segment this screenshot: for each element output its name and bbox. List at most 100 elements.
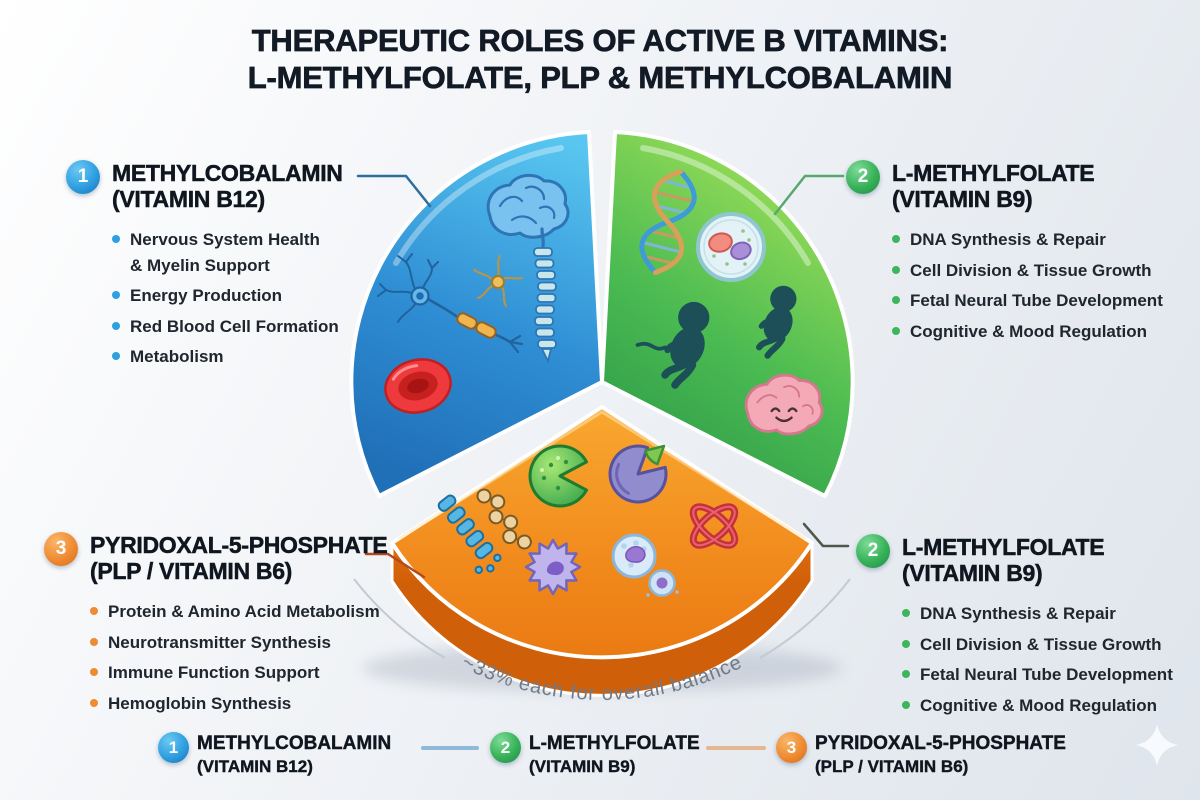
sparkle-icon: [1136, 724, 1178, 766]
number-badge: 2: [846, 160, 880, 194]
callout-pyridoxal-5-phosphate: 3 PYRIDOXAL-5-PHOSPHATE (PLP / VITAMIN B…: [44, 532, 424, 716]
callout-subtitle: (VITAMIN B9): [902, 560, 1043, 587]
bullet-dot: [892, 265, 900, 274]
bullet-item: Metabolism: [112, 344, 370, 370]
legend-subtitle: (VITAMIN B12): [197, 756, 313, 776]
legend-item-methylcobalamin: 1 METHYLCOBALAMIN (VITAMIN B12): [158, 732, 391, 777]
number-badge: 3: [776, 732, 807, 763]
callout-l-methylfolate-top: 2 L-METHYLFOLATE (VITAMIN B9) DNA Synthe…: [846, 160, 1200, 344]
bullet-text: Cell Division & Tissue Growth: [910, 260, 1152, 280]
enzyme-green-icon: [528, 444, 588, 508]
guide-arc-right: [759, 578, 851, 659]
callout-subtitle: (PLP / VITAMIN B6): [90, 558, 293, 585]
bullet-dot: [892, 235, 900, 244]
page-title-line2: L-METHYLFOLATE, PLP & METHYLCOBALAMIN: [247, 60, 953, 96]
bullet-dot: [892, 296, 900, 305]
hemoglobin-knot-icon: [689, 503, 739, 549]
bullet-item: Hemoglobin Synthesis: [90, 691, 424, 717]
bullet-dot: [90, 668, 98, 677]
bullet-text: DNA Synthesis & Repair: [920, 604, 1116, 624]
bullet-dot: [902, 700, 910, 709]
legend-subtitle: (PLP / VITAMIN B6): [815, 756, 969, 776]
bullet-text: Fetal Neural Tube Development: [910, 291, 1163, 311]
number-badge: 1: [158, 732, 189, 763]
callout-l-methylfolate-bottom: 2 L-METHYLFOLATE (VITAMIN B9) DNA Synthe…: [856, 534, 1200, 718]
bullet-item: Fetal Neural Tube Development: [892, 288, 1200, 314]
bullet-dot: [892, 326, 900, 335]
number-badge: 2: [856, 534, 890, 568]
callout-methylcobalamin: 1 METHYLCOBALAMIN (VITAMIN B12) Nervous …: [66, 160, 396, 370]
legend-title: METHYLCOBALAMIN: [197, 733, 392, 754]
bullet-item: Cell Division & Tissue Growth: [902, 632, 1200, 658]
leader-line-bottom-right: [802, 522, 850, 548]
bullet-dot: [90, 607, 98, 616]
bullet-text: Cell Division & Tissue Growth: [920, 634, 1162, 654]
legend-subtitle: (VITAMIN B9): [529, 756, 636, 776]
bullet-item: DNA Synthesis & Repair: [902, 601, 1200, 627]
number-badge: 2: [490, 732, 521, 763]
happy-brain-icon: [744, 373, 824, 436]
bullet-dot: [112, 291, 120, 300]
sheen-green: [640, 145, 811, 266]
bullet-item: Fetal Neural Tube Development: [902, 662, 1200, 688]
callout-title: L-METHYLFOLATE: [892, 160, 1095, 187]
bullet-item: Energy Production: [112, 283, 370, 309]
bullet-dot: [90, 637, 98, 646]
bullet-item: Immune Function Support: [90, 660, 424, 686]
callout-title: METHYLCOBALAMIN: [112, 160, 343, 187]
bullet-text: Immune Function Support: [108, 663, 320, 683]
bullet-item: Protein & Amino Acid Metabolism: [90, 599, 424, 625]
bullet-text: Metabolism: [130, 347, 224, 367]
bullet-item: Cognitive & Mood Regulation: [902, 693, 1200, 719]
red-blood-cell-icon: [384, 358, 452, 414]
legend-title: L-METHYLFOLATE: [529, 733, 700, 754]
bullet-text: Protein & Amino Acid Metabolism: [108, 602, 380, 622]
legend-title: PYRIDOXAL-5-PHOSPHATE: [815, 733, 1066, 754]
legend-connector: [421, 746, 479, 750]
bullet-item: Neurotransmitter Synthesis: [90, 630, 424, 656]
pie-slice-b6: [390, 405, 814, 660]
dna-helix-icon: [639, 169, 697, 275]
bullet-text: DNA Synthesis & Repair: [910, 230, 1106, 250]
bullet-dot: [90, 698, 98, 707]
brain-with-spinal-cord-icon: [486, 173, 570, 364]
callout-title: PYRIDOXAL-5-PHOSPHATE: [90, 532, 388, 559]
guide-arc-left: [353, 578, 446, 659]
bullet-dot: [902, 609, 910, 618]
callout-title: L-METHYLFOLATE: [902, 534, 1105, 561]
bullet-dot: [112, 235, 120, 244]
bullet-text: Fetal Neural Tube Development: [920, 665, 1173, 685]
bullet-item: Red Blood Cell Formation: [112, 314, 370, 340]
leader-line-top-left: [356, 174, 432, 208]
small-neuron-icon: [473, 255, 523, 307]
legend-connector: [706, 746, 766, 750]
enzyme-purple-with-slice-icon: [608, 444, 668, 504]
leader-line-top-right: [773, 174, 845, 216]
number-badge: 1: [66, 160, 100, 194]
bullet-dot: [902, 639, 910, 648]
bullet-dot: [112, 352, 120, 361]
bullet-text: Hemoglobin Synthesis: [108, 693, 292, 713]
bullet-text: Energy Production: [130, 286, 283, 306]
dividing-cell-icon: [696, 212, 766, 282]
white-blood-cells-icon: [611, 533, 679, 597]
bullet-text: Cognitive & Mood Regulation: [910, 321, 1148, 341]
neuron-with-myelin-icon: [377, 253, 524, 354]
bullet-text: Red Blood Cell Formation: [130, 316, 339, 336]
bullet-dot: [112, 321, 120, 330]
fetus-icon: [756, 285, 797, 359]
leader-line-bottom-left: [364, 552, 426, 579]
bullet-dot: [902, 670, 910, 679]
sheen-orange: [398, 410, 806, 540]
page-title-line1: THERAPEUTIC ROLES OF ACTIVE B VITAMINS:: [251, 23, 949, 59]
bullet-item: Nervous System Health & Myelin Support: [112, 227, 370, 278]
bullet-text: Nervous System Health & Myelin Support: [130, 230, 320, 275]
callout-subtitle: (VITAMIN B12): [112, 186, 266, 213]
callout-subtitle: (VITAMIN B9): [892, 186, 1033, 213]
bullet-item: DNA Synthesis & Repair: [892, 227, 1200, 253]
bullet-text: Neurotransmitter Synthesis: [108, 632, 331, 652]
number-badge: 3: [44, 532, 78, 566]
amino-acid-chains-icon: [437, 488, 532, 574]
immune-cell-icon: [524, 538, 582, 596]
